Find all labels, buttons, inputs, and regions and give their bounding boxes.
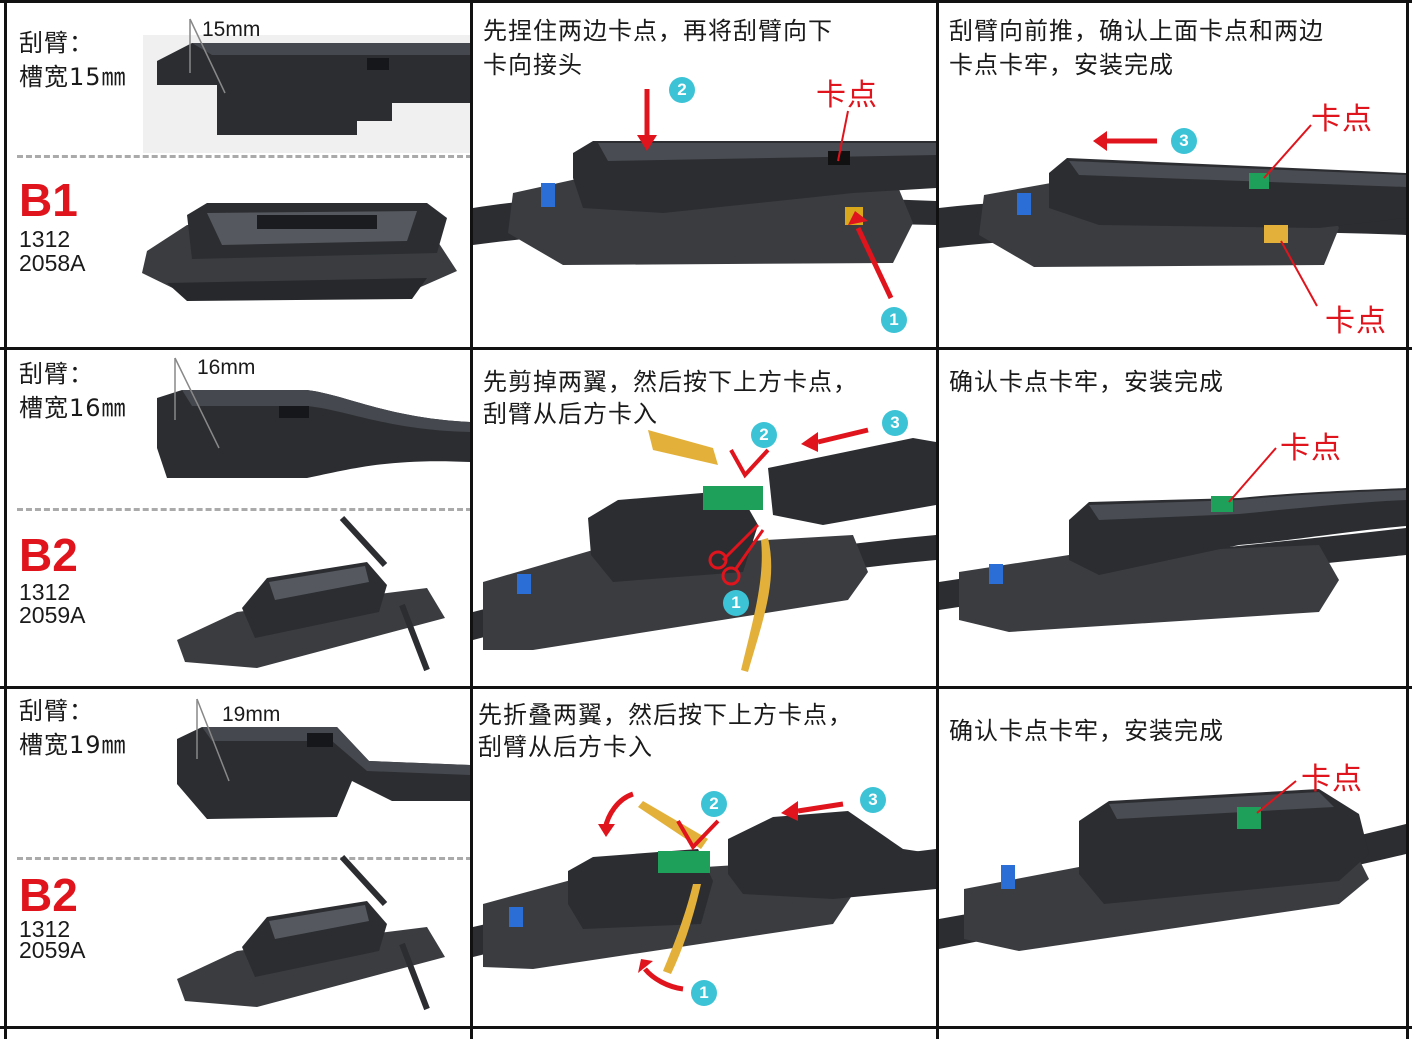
grid-line-row1 bbox=[0, 347, 1412, 350]
step-illustration bbox=[473, 427, 936, 672]
step-instruction-line2: 卡点卡牢，安装完成 bbox=[949, 51, 1174, 79]
grid-line-row2 bbox=[0, 686, 1412, 689]
step-illustration bbox=[473, 791, 936, 992]
step-instruction-line1: 先折叠两翼，然后按下上方卡点， bbox=[478, 701, 853, 729]
wiper-arm-15mm-image bbox=[143, 18, 470, 153]
grid-line-left bbox=[4, 0, 7, 1039]
clip-label-top: 卡点 bbox=[1311, 102, 1373, 137]
model-code: B2 bbox=[19, 869, 78, 921]
slot-width-label: 槽宽16㎜ bbox=[19, 394, 127, 422]
step-illustration bbox=[939, 447, 1406, 632]
step-instruction-line1: 先剪掉两翼，然后按下上方卡点， bbox=[483, 368, 858, 396]
step-instruction-line2: 刮臂从后方卡入 bbox=[483, 400, 658, 428]
clip-label: 卡点 bbox=[1301, 762, 1363, 797]
adapter-b1-image bbox=[142, 203, 457, 301]
divider bbox=[17, 155, 470, 158]
step-badge-3: 3 bbox=[882, 410, 908, 436]
step-badge-2: 2 bbox=[751, 422, 777, 448]
part-number-line1: 1312 bbox=[19, 226, 71, 252]
arm-label: 刮臂： bbox=[19, 697, 94, 725]
adapter-b2-image bbox=[177, 515, 445, 672]
width-callout: 16mm bbox=[197, 356, 256, 379]
step-illustration bbox=[473, 89, 936, 300]
adapter-b2-image bbox=[177, 854, 445, 1011]
step-badge-3: 3 bbox=[1171, 128, 1197, 154]
arm-label: 刮臂： bbox=[19, 29, 94, 57]
row3-step2-cell: 确认卡点卡牢，安装完成 卡点 bbox=[939, 689, 1406, 1026]
step-instruction-line1: 先捏住两边卡点，再将刮臂向下 bbox=[483, 17, 833, 45]
slot-width-label: 槽宽15㎜ bbox=[19, 63, 127, 91]
clip-label-bottom: 卡点 bbox=[1325, 304, 1387, 339]
step-badge-1: 1 bbox=[881, 307, 907, 333]
part-number-line2: 2059A bbox=[19, 602, 86, 628]
clip-label: 卡点 bbox=[816, 78, 878, 113]
grid-line-right bbox=[1406, 0, 1409, 1039]
wiper-arm-16mm-image bbox=[157, 357, 470, 478]
row2-step1-cell: 先剪掉两翼，然后按下上方卡点， 刮臂从后方卡入 2 3 1 bbox=[473, 350, 936, 686]
part-number-line2: 2059A bbox=[19, 937, 86, 963]
width-callout: 19mm bbox=[222, 703, 281, 726]
arm-label: 刮臂： bbox=[19, 360, 94, 388]
step-illustration bbox=[939, 124, 1406, 307]
clip-label: 卡点 bbox=[1280, 431, 1342, 466]
row2-step2-cell: 确认卡点卡牢，安装完成 卡点 bbox=[939, 350, 1406, 686]
step-badge-2: 2 bbox=[701, 791, 727, 817]
part-number-line1: 1312 bbox=[19, 916, 71, 942]
grid-line-row3 bbox=[0, 1026, 1412, 1029]
wiper-arm-19mm-image bbox=[177, 698, 470, 819]
part-number-line2: 2058A bbox=[19, 250, 86, 276]
step-badge-1: 1 bbox=[723, 590, 749, 616]
grid-line-col2 bbox=[936, 0, 939, 1039]
width-callout: 15mm bbox=[202, 18, 261, 41]
row1-step1-cell: 先捏住两边卡点，再将刮臂向下 卡向接头 卡点 2 1 bbox=[473, 3, 936, 347]
step-instruction-line1: 确认卡点卡牢，安装完成 bbox=[949, 717, 1224, 745]
step-instruction-line1: 确认卡点卡牢，安装完成 bbox=[949, 368, 1224, 396]
step-instruction-line2: 卡向接头 bbox=[483, 51, 583, 79]
step-instruction-line2: 刮臂从后方卡入 bbox=[478, 733, 653, 761]
divider bbox=[17, 857, 470, 860]
step-badge-1: 1 bbox=[691, 980, 717, 1006]
step-badge-2: 2 bbox=[669, 77, 695, 103]
grid-line-top bbox=[0, 0, 1412, 3]
part-number-line1: 1312 bbox=[19, 579, 71, 605]
model-code: B2 bbox=[19, 529, 78, 581]
slot-width-label: 槽宽19㎜ bbox=[19, 731, 127, 759]
row3-step1-cell: 先折叠两翼，然后按下上方卡点， 刮臂从后方卡入 2 3 1 bbox=[473, 689, 936, 1026]
row3-spec-cell: 刮臂： 槽宽19㎜ 19mm B2 1312 2059A bbox=[7, 689, 470, 1026]
divider bbox=[17, 508, 470, 511]
grid-line-col1 bbox=[470, 0, 473, 1039]
row2-spec-cell: 刮臂： 槽宽16㎜ 16mm B2 1312 2059A bbox=[7, 350, 470, 686]
step-instruction-line1: 刮臂向前推，确认上面卡点和两边 bbox=[949, 17, 1324, 45]
row1-spec-cell: 刮臂： 槽宽15㎜ 15mm B1 1312 2058A bbox=[7, 3, 470, 347]
step-badge-3: 3 bbox=[860, 787, 886, 813]
model-code: B1 bbox=[19, 174, 78, 226]
row1-step2-cell: 刮臂向前推，确认上面卡点和两边 卡点卡牢，安装完成 3 卡点 卡点 bbox=[939, 3, 1406, 347]
step-illustration bbox=[939, 780, 1406, 951]
